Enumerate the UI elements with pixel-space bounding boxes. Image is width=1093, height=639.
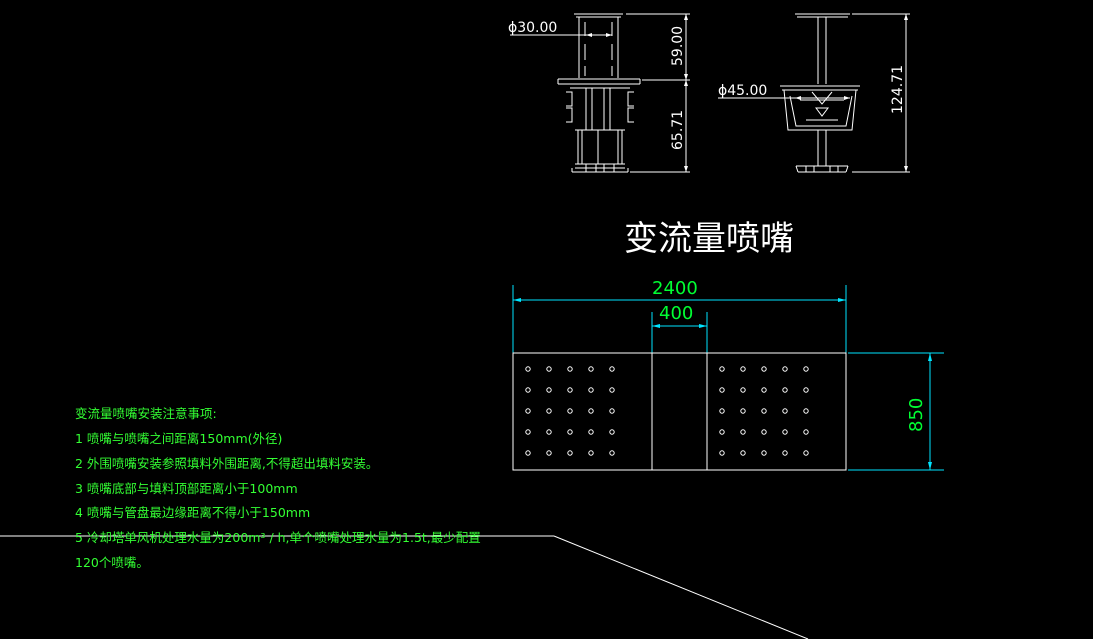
w400-label: 400 — [659, 303, 693, 324]
nozzle-point — [761, 387, 767, 393]
w2400-label: 2400 — [652, 278, 698, 299]
notes-heading: 变流量喷嘴安装注意事项: — [75, 406, 217, 421]
note-item-5-cont: 120个喷嘴。 — [75, 555, 149, 570]
dimension-400: 400 — [651, 303, 708, 355]
nozzle-point — [782, 387, 788, 393]
nozzle-point — [609, 387, 615, 393]
nozzle-elevation-left — [557, 13, 641, 173]
d30-label: ϕ30.00 — [508, 20, 557, 36]
dimension-d30: ϕ30.00 — [508, 20, 612, 37]
note-item-2: 2 外围喷嘴安装参照填料外围距离,不得超出填料安装。 — [75, 456, 379, 471]
note-item-1: 1 喷嘴与喷嘴之间距离150mm(外径) — [75, 431, 283, 446]
dimension-h124: 124.71 — [852, 13, 910, 173]
nozzle-point — [567, 387, 573, 393]
dimension-2400: 2400 — [512, 278, 847, 355]
nozzle-point — [803, 366, 809, 372]
nozzle-point — [609, 450, 615, 456]
nozzle-grid-right — [719, 366, 809, 456]
dimension-d45: ϕ45.00 — [718, 83, 850, 100]
h59-label: 59.00 — [670, 26, 686, 66]
note-item-5: 5 冷却塔单风机处理水量为200m³ / h,单个喷嘴处理水量为1.5t,最少配… — [75, 530, 481, 545]
packing-plan — [512, 352, 847, 471]
nozzle-point — [740, 450, 746, 456]
nozzle-point — [782, 450, 788, 456]
nozzle-point — [567, 408, 573, 414]
dimension-h59-h65: 59.00 65.71 — [626, 13, 690, 173]
h124-label: 124.71 — [890, 65, 906, 114]
nozzle-point — [609, 429, 615, 435]
nozzle-point — [546, 387, 552, 393]
h65-label: 65.71 — [670, 110, 686, 150]
nozzle-point — [525, 366, 531, 372]
nozzle-grid-left — [525, 366, 615, 456]
nozzle-point — [740, 408, 746, 414]
base-lines — [0, 535, 809, 639]
nozzle-point — [803, 387, 809, 393]
nozzle-point — [782, 366, 788, 372]
nozzle-point — [761, 408, 767, 414]
nozzle-point — [803, 429, 809, 435]
nozzle-point — [719, 408, 725, 414]
nozzle-point — [719, 450, 725, 456]
nozzle-point — [740, 387, 746, 393]
nozzle-point — [740, 429, 746, 435]
note-item-3: 3 喷嘴底部与填料顶部距离小于100mm — [75, 481, 298, 496]
nozzle-point — [525, 387, 531, 393]
h850-label: 850 — [906, 398, 927, 432]
d45-label: ϕ45.00 — [718, 83, 767, 99]
nozzle-point — [761, 429, 767, 435]
nozzle-point — [588, 450, 594, 456]
nozzle-point — [588, 429, 594, 435]
nozzle-point — [740, 366, 746, 372]
drawing-title: 变流量喷嘴 — [624, 219, 794, 259]
nozzle-point — [546, 429, 552, 435]
nozzle-point — [803, 408, 809, 414]
nozzle-point — [782, 429, 788, 435]
nozzle-point — [567, 429, 573, 435]
nozzle-point — [567, 450, 573, 456]
nozzle-point — [525, 450, 531, 456]
nozzle-point — [525, 408, 531, 414]
note-item-4: 4 喷嘴与管盘最边缘距离不得小于150mm — [75, 505, 311, 520]
nozzle-point — [719, 366, 725, 372]
nozzle-point — [525, 429, 531, 435]
nozzle-point — [782, 408, 788, 414]
nozzle-point — [761, 450, 767, 456]
nozzle-point — [546, 450, 552, 456]
nozzle-point — [588, 387, 594, 393]
nozzle-point — [803, 450, 809, 456]
nozzle-point — [588, 408, 594, 414]
nozzle-point — [719, 387, 725, 393]
nozzle-point — [588, 366, 594, 372]
nozzle-point — [609, 408, 615, 414]
nozzle-point — [761, 366, 767, 372]
nozzle-point — [609, 366, 615, 372]
nozzle-point — [546, 366, 552, 372]
nozzle-point — [719, 429, 725, 435]
nozzle-point — [567, 366, 573, 372]
nozzle-elevation-right — [780, 13, 860, 173]
nozzle-point — [546, 408, 552, 414]
dimension-850: 850 — [848, 352, 944, 471]
